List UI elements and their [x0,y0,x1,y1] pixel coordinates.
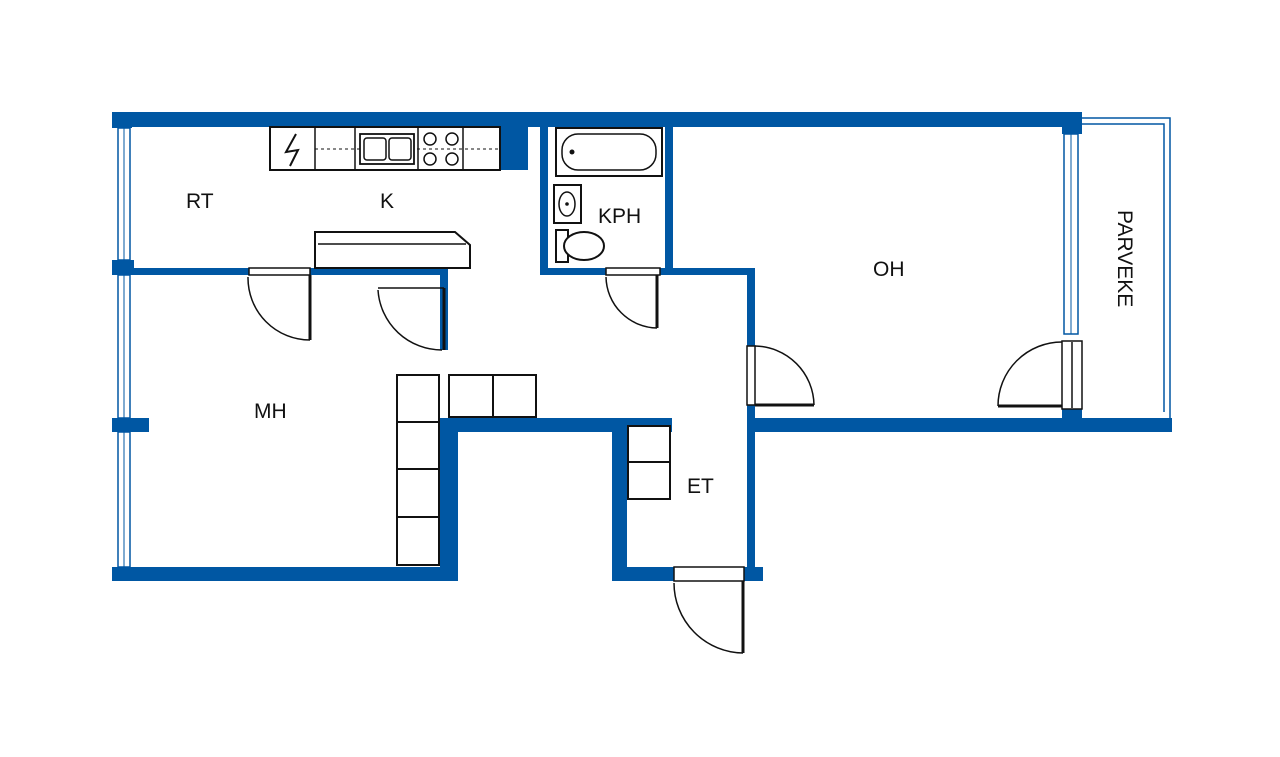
bottom-wall-entrance-a [612,567,674,581]
door-kitchen-hall[interactable] [377,287,446,351]
hall-closets [448,374,537,418]
kitchen-bedroom-wall-b [310,268,448,275]
walls [112,112,1172,581]
door-bedroom[interactable] [247,267,312,341]
stove-icon [423,132,459,166]
kitchen-bedroom-wall-a [112,268,249,275]
room-label-kph: KPH [598,205,641,228]
bedroom-closet-wall [440,418,458,581]
window-left-middle [117,274,131,419]
room-label-et: ET [687,475,714,498]
room-label-k: K [380,190,394,213]
kitchen-counter [269,126,501,171]
balcony-glazing [1082,117,1171,418]
top-wall [112,112,1082,127]
hall-living-wall-top [747,268,755,346]
kitchen-island [314,231,471,269]
top-right-wall-end [1062,112,1082,134]
entrance-closets [627,425,671,500]
window-left-bottom [117,431,131,568]
living-room-bottom-wall [747,418,1172,432]
door-entrance[interactable] [673,566,745,654]
sink-icon [359,133,415,165]
room-label-oh: OH [873,258,905,281]
bottom-wall-entrance-b [744,567,763,581]
door-living-room[interactable] [746,345,815,407]
left-wall-lower [112,418,149,432]
bathroom-wall-left [540,127,548,275]
bathtub-icon [555,127,663,177]
balcony-door-jamb [1062,405,1082,432]
kitchen-corner-block [500,127,528,170]
electric-symbol-icon [284,133,300,167]
hall-living-wall-bottom [747,405,755,581]
bathroom-wall-right [665,127,673,275]
window-left-top [117,127,131,261]
door-bathroom[interactable] [605,267,661,329]
bathroom-wall-bottom-a [540,268,606,275]
room-label-parveke: PARVEKE [1113,210,1136,307]
bottom-wall-bedroom [112,567,457,581]
toilet-icon [555,229,605,263]
bathroom-wall-bottom-b [660,268,755,275]
window-balcony [1063,133,1079,335]
bedroom-closets [396,374,440,566]
entrance-wall-left [612,418,627,581]
washbasin-icon [553,184,582,224]
windows [117,117,1171,568]
left-wall-top [112,112,132,128]
room-label-mh: MH [254,400,287,423]
room-label-rt: RT [186,190,214,213]
door-balcony[interactable] [997,340,1083,410]
